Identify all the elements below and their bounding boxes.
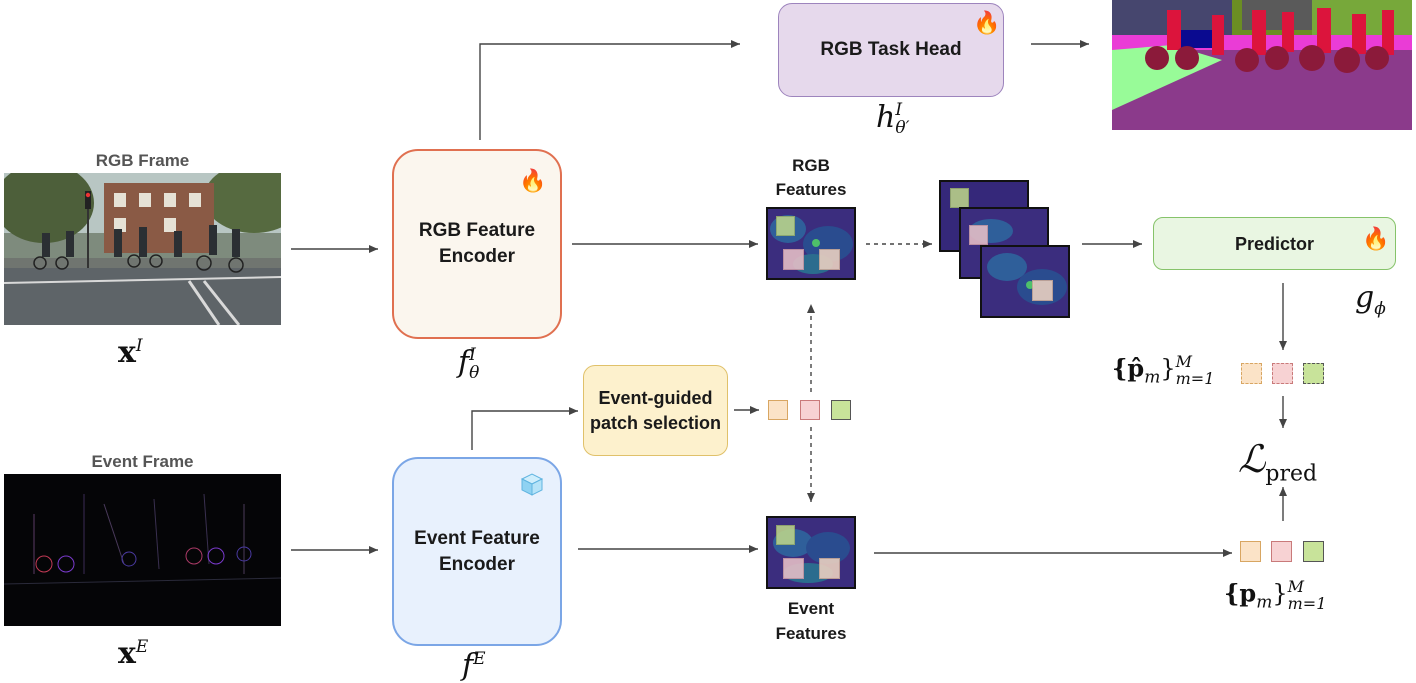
event-encoder-symbol: fE [462,648,486,683]
loss-symbol-base: ℒ [1238,437,1266,481]
predicted-set-close: } [1160,354,1176,383]
task-head-symbol-sub: θ′ [895,118,910,138]
patch-selection-label: Event-guided patch selection [590,386,721,436]
predictor: Predictor [1153,217,1396,270]
event-guided-patch-selection: Event-guided patch selection [583,365,728,456]
rgb-features-caption: RGB Features [755,154,867,202]
rgb-frame-caption: RGB Frame [95,151,190,170]
event-feature-patch-green [776,525,795,545]
rgb-task-head: RGB Task Head [778,3,1004,97]
target-set-range: m=1 [1287,594,1327,613]
connector-layer [291,40,1287,557]
rgb-feature-patch-green [776,216,795,236]
event-encoder-label-line2: Encoder [438,553,516,575]
rgb-features-caption-line2: Features [775,180,847,199]
event-feature-patch-orange [819,558,840,579]
target-patch-pink [1271,541,1292,562]
event-frame-caption: Event Frame [91,452,194,471]
segmentation-output-image [1112,0,1412,130]
task-head-symbol-base: h [876,100,896,135]
rgb-frame-symbol: xI [118,335,143,370]
event-encoder-symbol-sup: E [473,649,486,669]
event-feature-map [766,516,856,589]
rgb-frame-image [4,173,281,325]
ice-cube-icon [520,473,544,496]
target-patch-orange [1240,541,1261,562]
predicted-set-open: {p̂ [1112,353,1145,383]
flame-icon: 🔥 [973,10,1001,35]
predicted-set-range: m=1 [1175,369,1215,388]
predictor-symbol: gϕ [1355,280,1386,319]
predicted-patch-orange [1241,363,1262,384]
masked-map-2-patch [969,225,988,245]
rgb-frame-symbol-base: x [118,335,136,370]
patch-selection-label-line1: Event-guided [598,387,713,408]
target-set-sup: M [1287,577,1305,596]
rgb-features-caption-line1: RGB [792,156,830,175]
event-encoder-symbol-base: f [462,648,474,683]
task-head-symbol-sup: I [895,100,903,120]
masked-feature-map-3-texture [987,253,1067,305]
predictor-symbol-sub: ϕ [1374,299,1386,319]
rgb-feature-patch-orange [819,249,840,270]
rgb-encoder-label-line2: Encoder [438,246,515,267]
prediction-loss-symbol: ℒpred [1238,437,1317,487]
predicted-set-sup: M [1175,352,1193,371]
patch-selection-label-line2: patch selection [589,412,722,433]
event-features-caption-line2: Features [775,624,847,643]
predictor-symbol-base: g [1355,280,1375,315]
target-patch-green [1303,541,1324,562]
predicted-set-sub: m [1144,367,1161,388]
selected-patch-pink [800,400,820,420]
rgb-encoder-symbol-sub: θ [469,363,480,383]
flame-icon: 🔥 [519,168,547,193]
event-frame-image [4,474,281,626]
flame-icon: 🔥 [1362,226,1390,251]
selected-patch-green [831,400,851,420]
arrow-event-encoder-to-patch-selection [471,407,578,450]
rgb-feature-patch-pink [783,249,804,270]
rgb-encoder-symbol-base: f [458,345,470,380]
loss-symbol-sub: pred [1265,461,1318,487]
predicted-patch-pink [1272,363,1293,384]
target-set-close: } [1272,579,1288,608]
task-head-label: RGB Task Head [820,39,962,60]
rgb-feature-map [766,207,856,280]
rgb-encoder-label-line1: RGB Feature [418,220,536,241]
event-frame-symbol: xE [118,636,148,671]
event-features-caption-line1: Event [787,599,835,618]
masked-feature-map-3 [980,245,1070,318]
event-frame-symbol-sup: E [135,637,149,657]
predictor-label: Predictor [1234,233,1315,254]
masked-map-1-patch [950,188,969,208]
rgb-encoder-symbol-sup: I [469,345,476,365]
arrow-rgb-encoder-to-task-head [479,40,740,140]
target-set-sub: m [1256,592,1273,613]
selected-patch-orange [768,400,788,420]
event-feature-patch-pink [783,558,804,579]
predicted-patch-green [1303,363,1324,384]
event-frame-symbol-base: x [118,636,136,671]
target-set-open: {p [1224,578,1257,608]
masked-map-3-patch [1032,280,1053,301]
event-encoder-label-line1: Event Feature [414,527,540,549]
rgb-frame-symbol-sup: I [135,336,143,356]
